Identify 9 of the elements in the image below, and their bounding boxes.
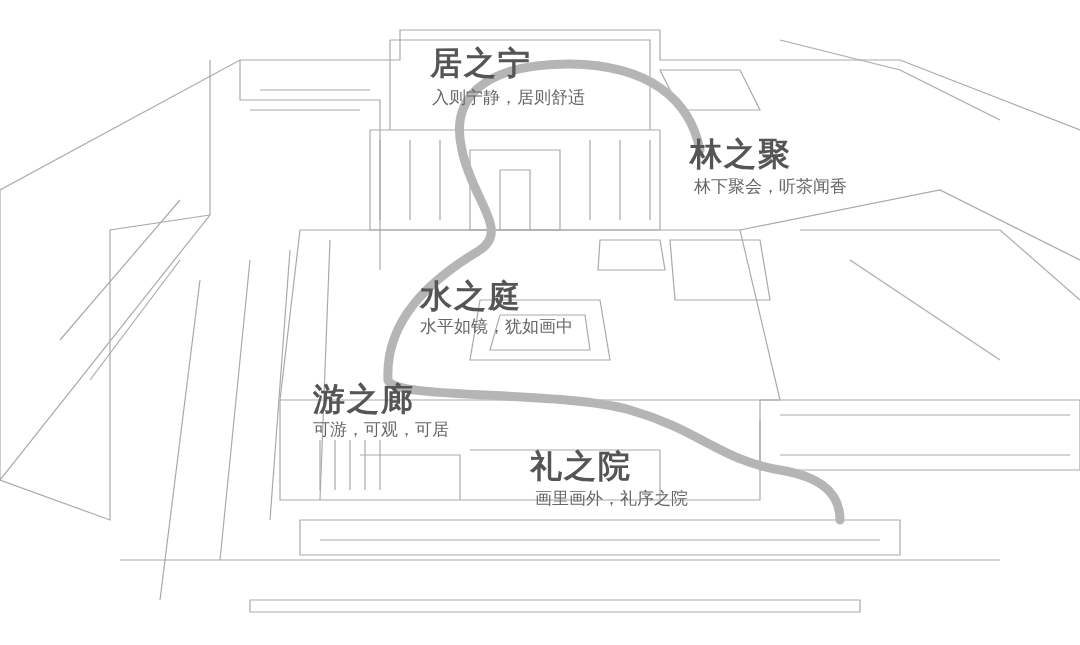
place-description: 林下聚会，听茶闻香 — [694, 175, 847, 198]
place-heading: 水之庭 — [420, 276, 522, 317]
place-heading: 礼之院 — [530, 446, 632, 487]
place-description: 可游，可观，可居 — [313, 418, 449, 441]
place-description: 水平如镜，犹如画中 — [420, 315, 573, 338]
place-heading: 居之宁 — [430, 43, 532, 84]
place-heading: 林之聚 — [690, 134, 792, 175]
place-heading: 游之廊 — [313, 379, 415, 420]
place-description: 画里画外，礼序之院 — [535, 487, 688, 510]
